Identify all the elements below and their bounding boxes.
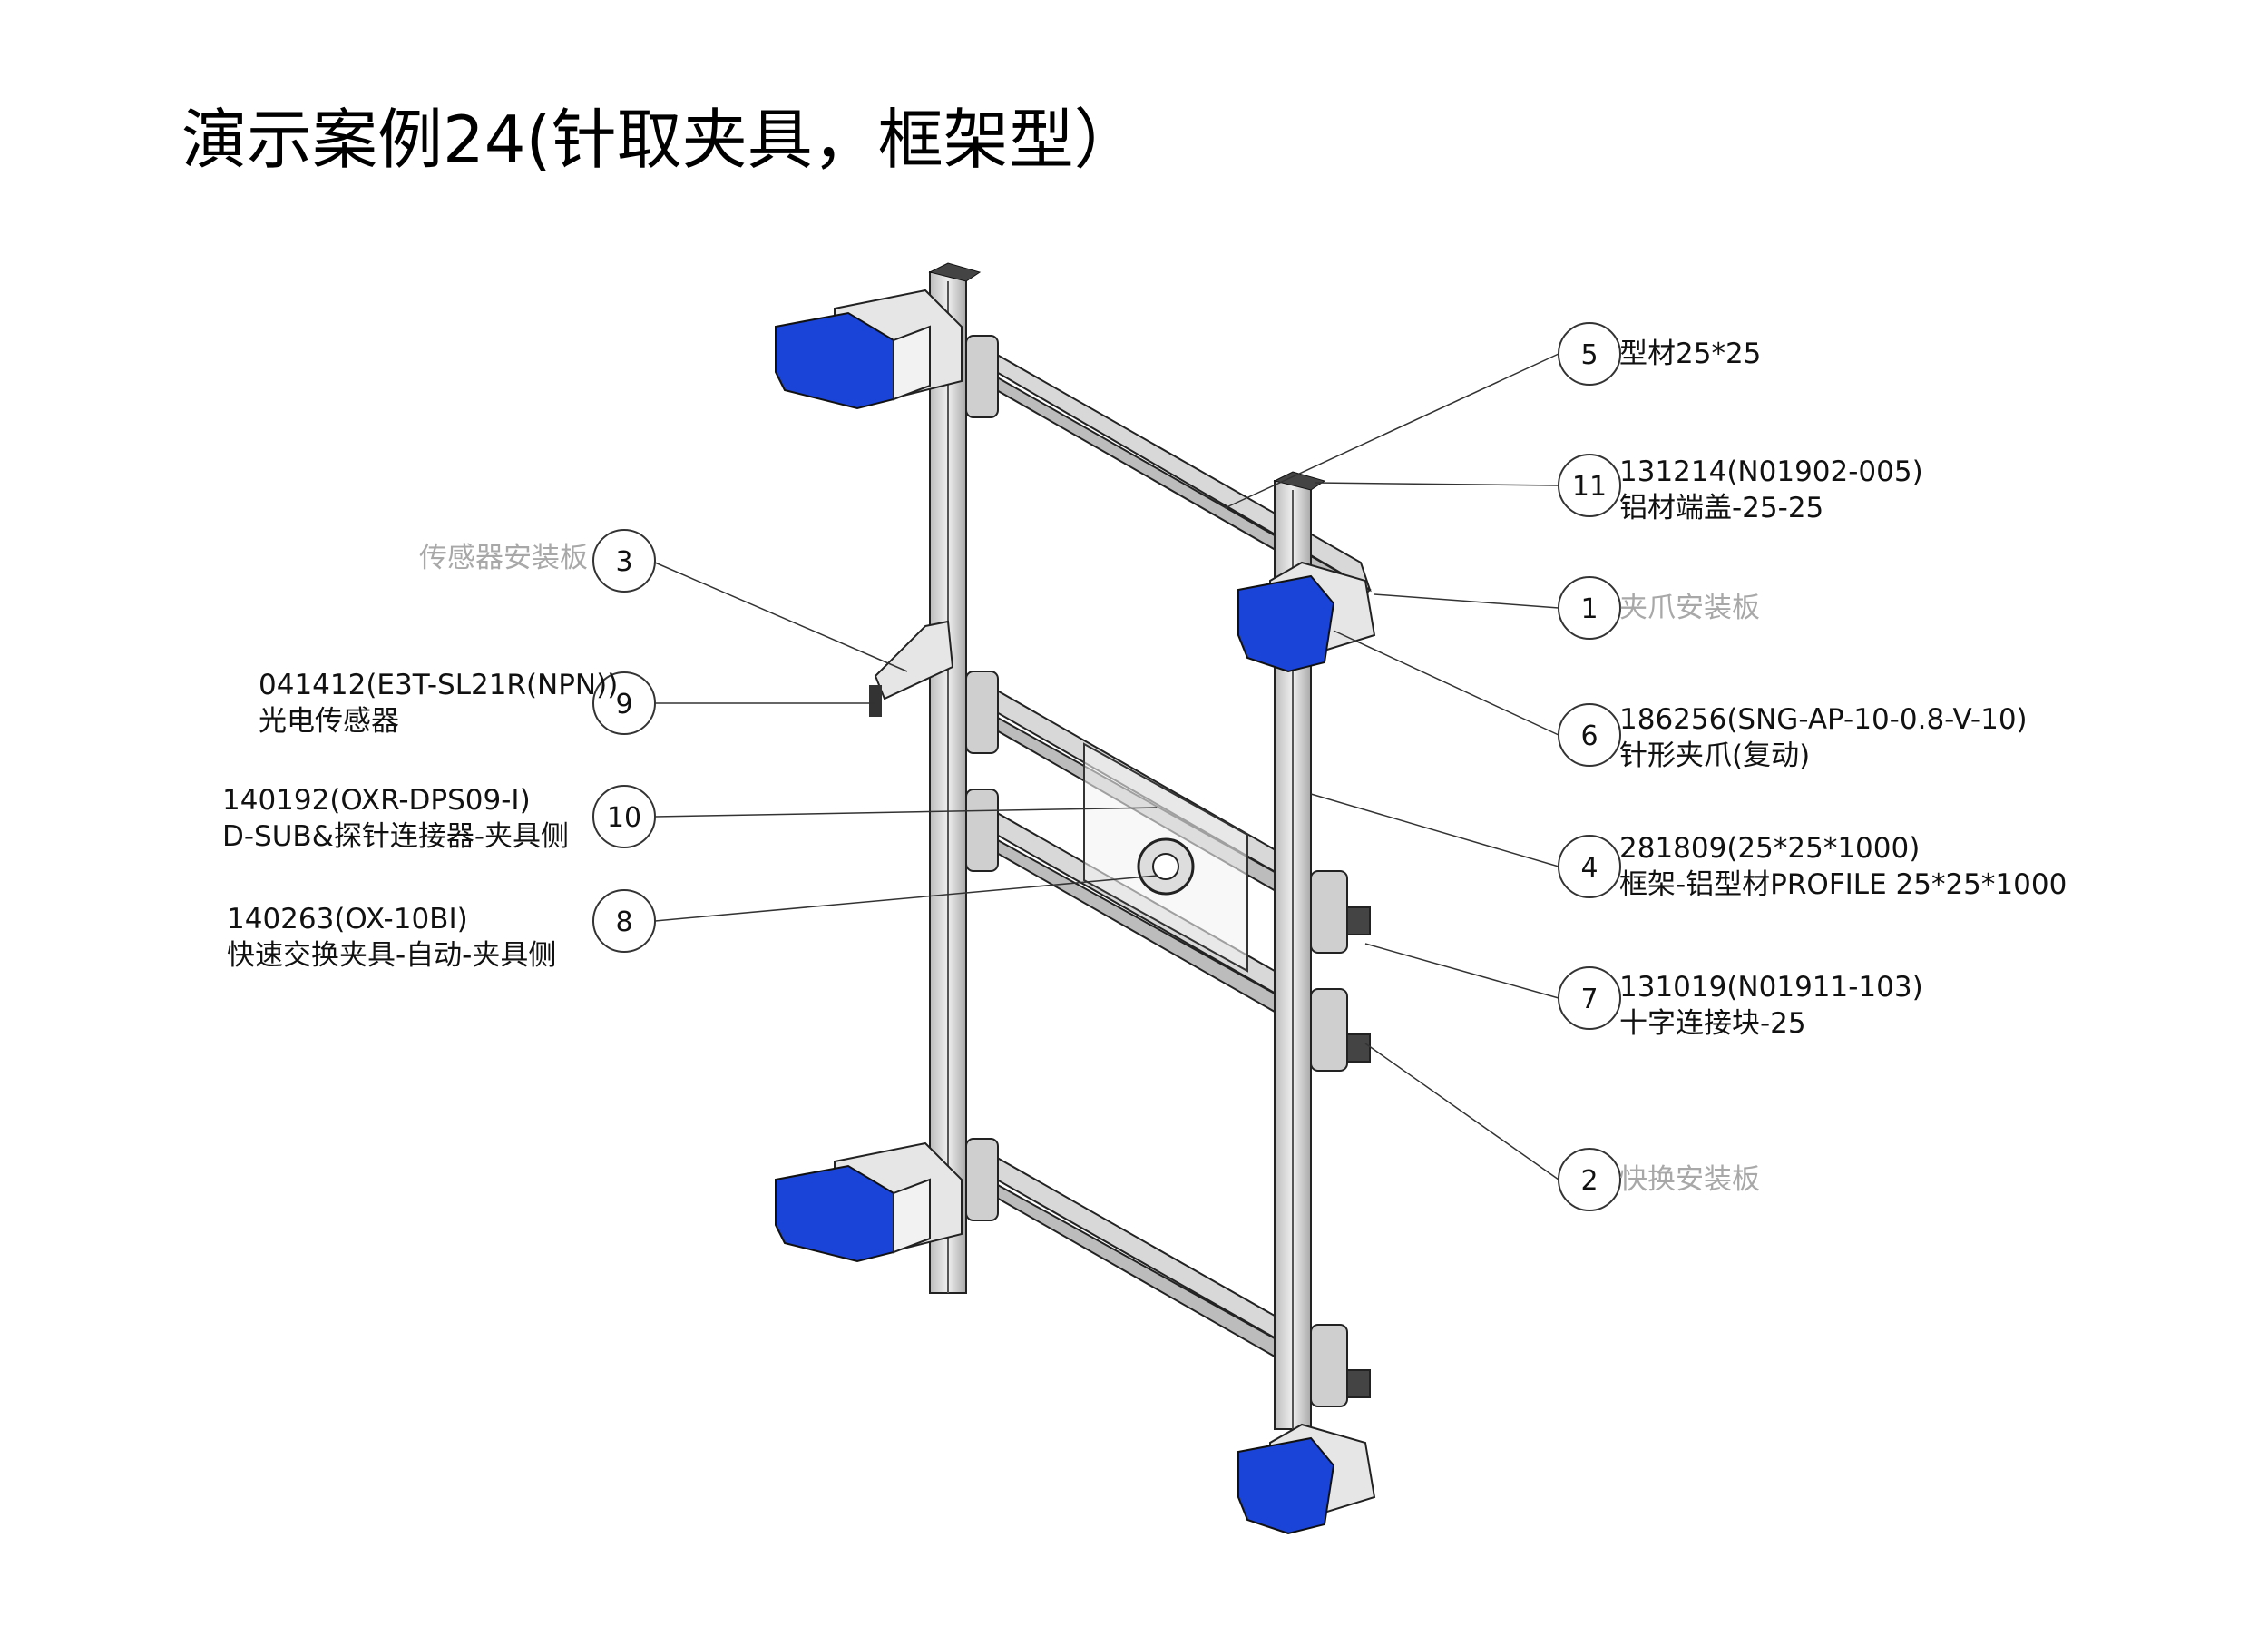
callout-9-label: 041412(E3T-SL21R(NPN)) 光电传感器 [259, 667, 618, 740]
bubble-11-num: 11 [1572, 471, 1607, 503]
callout-1-label: 夹爪安装板 [1619, 590, 1760, 626]
callout-8-line2: 快速交换夹具-自动-夹具侧 [227, 939, 557, 972]
callout-7-line1: 131019(N01911-103) [1619, 971, 1923, 1004]
callout-4-line2: 框架-铝型材PROFILE 25*25*1000 [1619, 868, 2068, 901]
left-upright [928, 262, 982, 1294]
callout-bubbles [592, 322, 1621, 1211]
callout-9-line2: 光电传感器 [259, 705, 399, 738]
callout-7-label: 131019(N01911-103) 十字连接块-25 [1619, 969, 1923, 1042]
bubble-8-num: 8 [615, 906, 632, 938]
gripper-top-right [1237, 561, 1376, 673]
page-title: 演示案例24(针取夹具，框架型） [181, 102, 1139, 178]
callout-8-label: 140263(OX-10BI) 快速交换夹具-自动-夹具侧 [227, 901, 556, 974]
bubble-7 [1558, 966, 1621, 1030]
bubble-11 [1558, 454, 1621, 517]
callout-11-line1: 131214(N01902-005) [1619, 455, 1923, 488]
bubble-4-num: 4 [1580, 852, 1598, 884]
bubble-3 [592, 529, 656, 593]
callout-2-line1: 快换安装板 [1619, 1163, 1760, 1196]
callout-4-line1: 281809(25*25*1000) [1619, 832, 1921, 865]
bubble-8 [592, 889, 656, 953]
callout-3-label: 传感器安装板 [419, 540, 588, 576]
bubble-10 [592, 785, 656, 848]
callout-9-line1: 041412(E3T-SL21R(NPN)) [259, 669, 619, 701]
callout-10-label: 140192(OXR-DPS09-I) D-SUB&探针连接器-夹具侧 [222, 782, 569, 855]
gripper-bottom-left [775, 1141, 963, 1263]
bubble-5 [1558, 322, 1621, 386]
bubble-5-num: 5 [1580, 339, 1598, 371]
bubble-9 [592, 671, 656, 735]
callout-7-line2: 十字连接块-25 [1619, 1007, 1806, 1040]
callout-5-line1: 型材25*25 [1619, 338, 1762, 370]
bubble-7-num: 7 [1580, 984, 1598, 1015]
callout-3-line1: 传感器安装板 [419, 542, 588, 574]
bubble-6-num: 6 [1580, 720, 1598, 752]
callout-2-label: 快换安装板 [1619, 1161, 1760, 1198]
bubble-2 [1558, 1148, 1621, 1211]
callout-10-line2: D-SUB&探针连接器-夹具侧 [222, 820, 570, 853]
leader-lines [654, 353, 1559, 1180]
bubble-9-num: 9 [615, 689, 632, 720]
bubble-4 [1558, 835, 1621, 898]
callout-8-line1: 140263(OX-10BI) [227, 903, 468, 935]
bubble-10-num: 10 [607, 802, 641, 834]
sensor-bracket [869, 620, 954, 717]
callout-4-label: 281809(25*25*1000) 框架-铝型材PROFILE 25*25*1… [1619, 830, 2067, 903]
bubble-3-num: 3 [615, 546, 632, 578]
bubble-6 [1558, 703, 1621, 767]
callout-6-label: 186256(SNG-AP-10-0.8-V-10) 针形夹爪(复动) [1619, 701, 2028, 774]
bubble-2-num: 2 [1580, 1165, 1598, 1197]
cross-connectors [965, 335, 1371, 1407]
callout-10-line1: 140192(OXR-DPS09-I) [222, 784, 531, 817]
callout-11-line2: 铝材端盖-25-25 [1619, 492, 1824, 524]
callout-6-line2: 针形夹爪(复动) [1619, 740, 1811, 772]
callout-1-line1: 夹爪安装板 [1619, 592, 1760, 624]
bubble-1 [1558, 576, 1621, 640]
callout-11-label: 131214(N01902-005) 铝材端盖-25-25 [1619, 454, 1923, 526]
gripper-top-left [775, 289, 963, 410]
bubble-1-num: 1 [1580, 593, 1598, 625]
gripper-bottom-right [1237, 1423, 1376, 1535]
callout-5-label: 型材25*25 [1619, 336, 1761, 372]
quick-change-plate [1083, 742, 1248, 973]
callout-6-line1: 186256(SNG-AP-10-0.8-V-10) [1619, 703, 2028, 736]
